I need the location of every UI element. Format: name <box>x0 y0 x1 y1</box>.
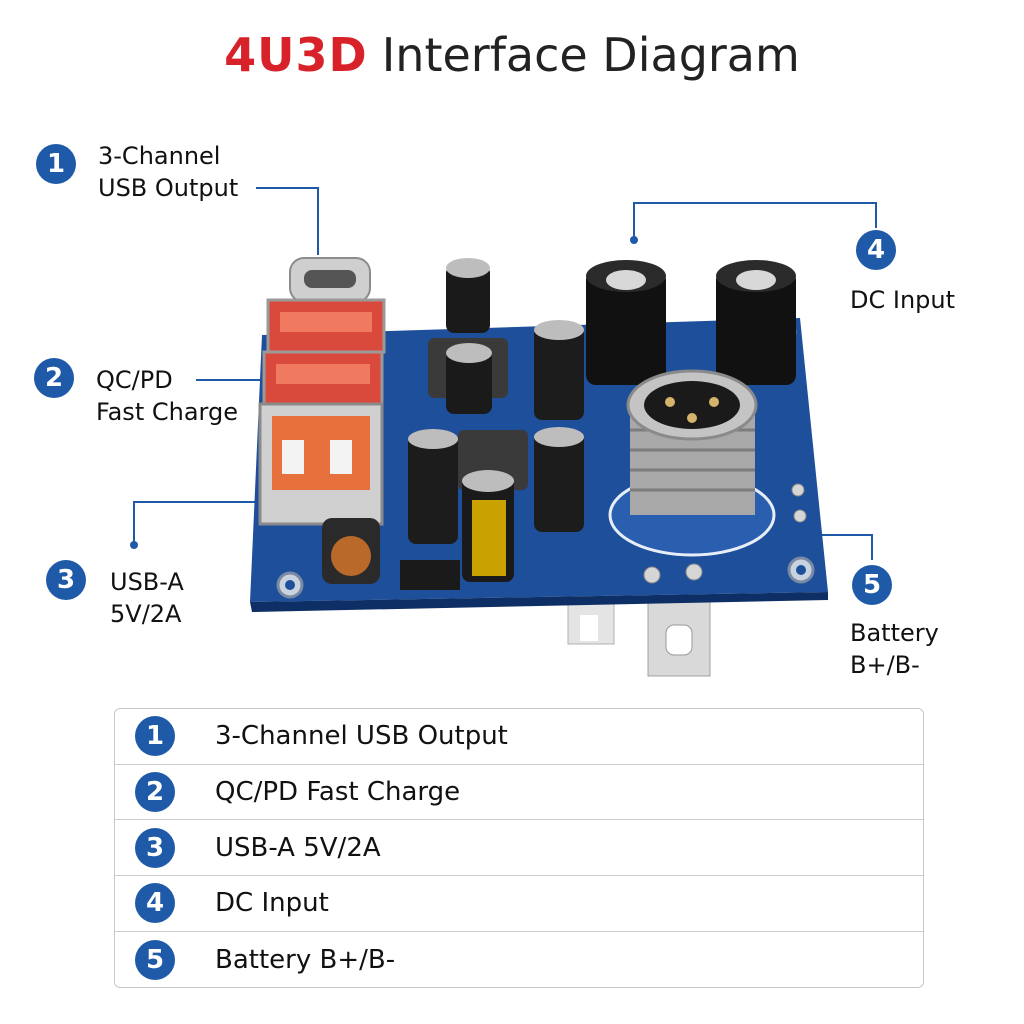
title-text: Interface Diagram <box>381 28 800 82</box>
callout-label-1: 3-Channel USB Output <box>98 140 238 204</box>
usb-a-ports <box>258 298 386 526</box>
leader-line-4 <box>633 202 877 240</box>
legend-badge: 1 <box>135 716 175 757</box>
legend-label: USB-A 5V/2A <box>215 832 381 863</box>
capacitors <box>408 258 584 582</box>
dc-input-jacks <box>586 260 796 385</box>
legend-badge: 4 <box>135 883 175 924</box>
brand-name: 4U3D <box>224 28 368 82</box>
callout-line: QC/PD <box>96 366 173 394</box>
callout-line: 3-Channel <box>98 142 221 170</box>
legend-row: 1 3-Channel USB Output <box>115 709 923 765</box>
legend-label: 3-Channel USB Output <box>215 721 508 752</box>
aviation-connector <box>608 369 776 557</box>
legend-label: QC/PD Fast Charge <box>215 777 461 808</box>
legend-label: Battery B+/B- <box>215 944 396 975</box>
leader-line-1 <box>256 187 319 255</box>
legend-badge: 5 <box>135 939 175 980</box>
callout-badge-2: 2 <box>34 358 74 398</box>
callout-label-3: USB-A 5V/2A <box>110 566 184 630</box>
legend-row: 3 USB-A 5V/2A <box>115 820 923 877</box>
callout-badge-4: 4 <box>856 230 896 270</box>
legend-badge: 2 <box>135 772 175 813</box>
legend-label: DC Input <box>215 888 329 919</box>
callout-line: USB-A <box>110 568 184 596</box>
callout-label-2: QC/PD Fast Charge <box>96 364 238 428</box>
callout-line: DC Input <box>850 286 956 314</box>
legend-badge: 3 <box>135 827 175 868</box>
legend-table: 1 3-Channel USB Output 2 QC/PD Fast Char… <box>114 708 924 988</box>
legend-row: 5 Battery B+/B- <box>115 932 923 987</box>
legend-row: 4 DC Input <box>115 876 923 932</box>
callout-label-5: Battery B+/B- <box>850 617 939 681</box>
callout-line: B+/B- <box>850 651 920 679</box>
callout-line: Battery <box>850 619 939 647</box>
callout-line: USB Output <box>98 174 239 202</box>
callout-badge-3: 3 <box>46 560 86 600</box>
battery-terminals <box>567 597 711 677</box>
legend-row: 2 QC/PD Fast Charge <box>115 765 923 821</box>
callout-badge-5: 5 <box>852 565 892 605</box>
callout-label-4: DC Input <box>850 284 955 316</box>
leader-line-3 <box>133 501 262 545</box>
callout-line: 5V/2A <box>110 600 182 628</box>
callout-line: Fast Charge <box>96 398 238 426</box>
callout-badge-1: 1 <box>36 144 76 184</box>
